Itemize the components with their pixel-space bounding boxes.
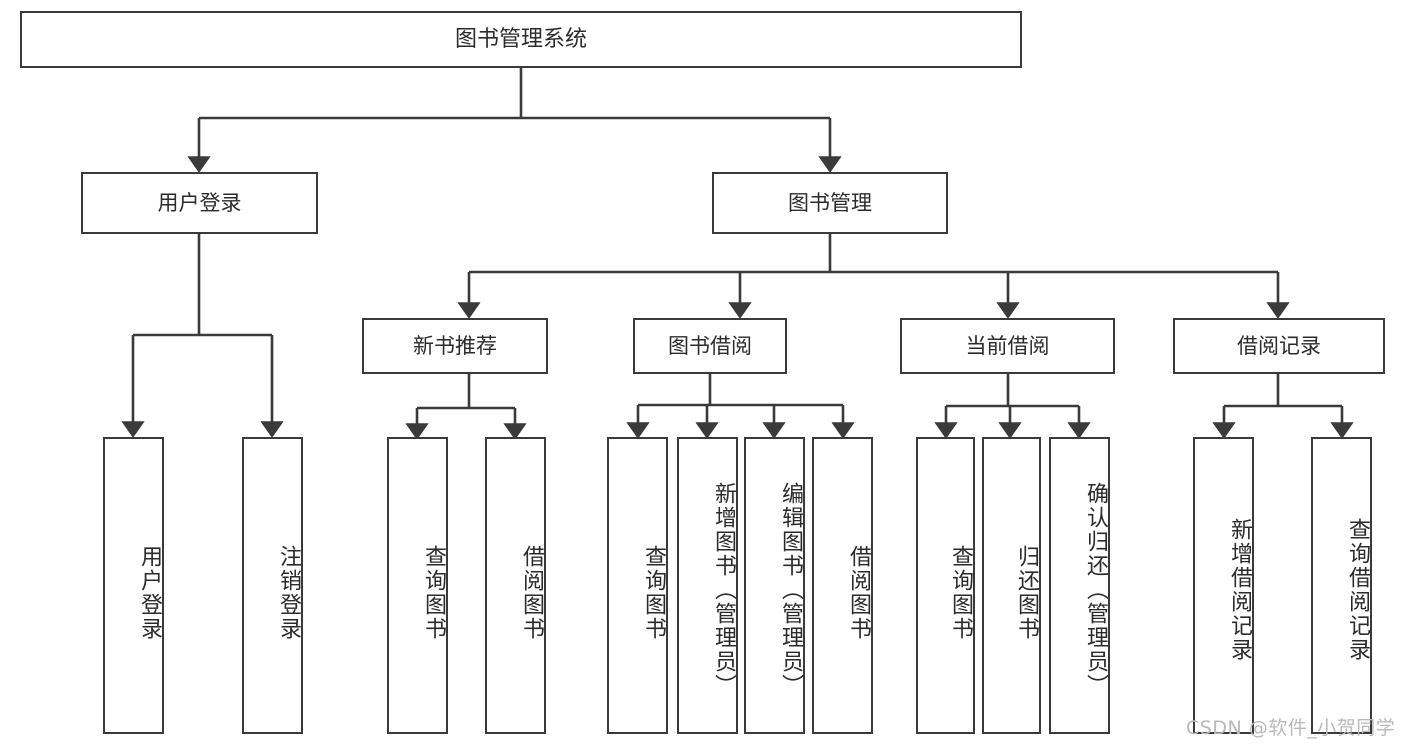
leaf-user-logout-label: 注销登录: [276, 544, 301, 641]
leaf-recommend-borrow-book-label: 借阅图书: [519, 544, 544, 641]
leaf-record-add[interactable]: 新增借阅记录: [1193, 437, 1254, 734]
leaf-borrow-search-book[interactable]: 查询图书: [607, 437, 668, 734]
node-new-book-recommend-label: 新书推荐: [413, 333, 497, 358]
node-book-borrow-label: 图书借阅: [668, 333, 752, 358]
leaf-borrow-add-book[interactable]: 新增图书（管理员）: [677, 437, 738, 734]
leaf-current-confirm-return[interactable]: 确认归还（管理员）: [1049, 437, 1110, 734]
leaf-current-return-book-label: 归还图书: [1014, 544, 1039, 641]
leaf-user-logout[interactable]: 注销登录: [242, 437, 303, 734]
leaf-record-add-label: 新增借阅记录: [1227, 517, 1252, 662]
leaf-recommend-search-book-label: 查询图书: [421, 544, 446, 641]
leaf-record-search[interactable]: 查询借阅记录: [1311, 437, 1372, 734]
node-user-login[interactable]: 用户登录: [81, 172, 318, 234]
leaf-borrow-borrow-book-label: 借阅图书: [846, 544, 871, 641]
csdn-watermark: CSDN @软件_小贺同学: [1186, 717, 1396, 739]
leaf-recommend-borrow-book[interactable]: 借阅图书: [485, 437, 546, 734]
node-user-login-label: 用户登录: [157, 190, 242, 215]
node-current-borrow[interactable]: 当前借阅: [900, 318, 1115, 374]
leaf-recommend-search-book[interactable]: 查询图书: [387, 437, 448, 734]
leaf-borrow-add-book-label: 新增图书（管理员）: [711, 481, 736, 698]
leaf-current-return-book[interactable]: 归还图书: [982, 437, 1041, 734]
leaf-current-search-book-label: 查询图书: [948, 544, 973, 641]
node-book-management-label: 图书管理: [788, 190, 872, 215]
node-current-borrow-label: 当前借阅: [965, 333, 1050, 358]
leaf-borrow-edit-book[interactable]: 编辑图书（管理员）: [744, 437, 805, 734]
leaf-user-login[interactable]: 用户登录: [103, 437, 164, 734]
leaf-current-search-book[interactable]: 查询图书: [916, 437, 975, 734]
node-borrow-record-label: 借阅记录: [1237, 333, 1321, 358]
node-borrow-record[interactable]: 借阅记录: [1173, 318, 1385, 374]
node-root-label: 图书管理系统: [454, 26, 587, 52]
leaf-user-login-label: 用户登录: [137, 544, 162, 641]
node-root[interactable]: 图书管理系统: [20, 11, 1022, 68]
leaf-borrow-borrow-book[interactable]: 借阅图书: [812, 437, 873, 734]
node-book-management[interactable]: 图书管理: [712, 172, 948, 234]
node-book-borrow[interactable]: 图书借阅: [633, 318, 787, 374]
node-new-book-recommend[interactable]: 新书推荐: [362, 318, 548, 374]
leaf-borrow-edit-book-label: 编辑图书（管理员）: [778, 481, 803, 698]
leaf-current-confirm-return-label: 确认归还（管理员）: [1083, 481, 1108, 698]
leaf-borrow-search-book-label: 查询图书: [641, 544, 666, 641]
leaf-record-search-label: 查询借阅记录: [1345, 517, 1370, 662]
